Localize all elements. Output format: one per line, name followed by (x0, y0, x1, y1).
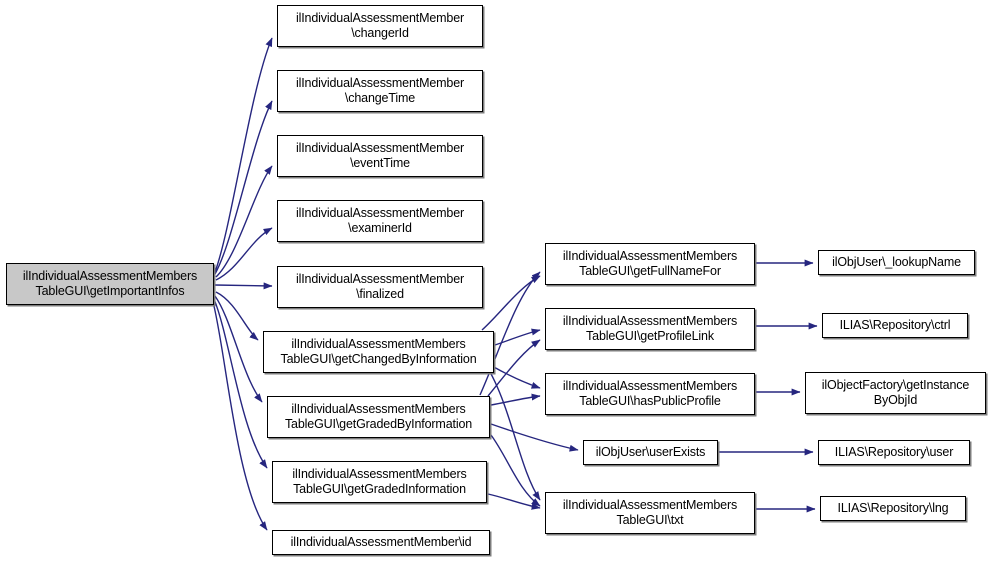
edge-root-to-eventTime (215, 165, 273, 278)
edge-root-to-changeTime (214, 100, 273, 275)
graph-node-memberId[interactable]: ilIndividualAssessmentMember\id (272, 530, 490, 555)
graph-node-getChangedByInformation[interactable]: ilIndividualAssessmentMembers TableGUI\g… (263, 331, 494, 373)
edge-root-to-getGradedByInformation (214, 295, 263, 403)
edge-root-to-getChangedByInformation (215, 291, 259, 341)
edge-root-to-memberId (212, 301, 268, 531)
graph-node-getGradedByInformation[interactable]: ilIndividualAssessmentMembers TableGUI\g… (267, 396, 490, 438)
graph-node-getInstanceByObjId[interactable]: ilObjectFactory\getInstance ByObjId (805, 372, 986, 414)
edge-getChangedByInformation-to-hasPublicProfile (491, 365, 541, 389)
edge-getChangedByInformation-to-getFullNameFor (481, 275, 541, 331)
edge-root-to-getGradedInformation (213, 298, 268, 469)
edge-getGradedByInformation-to-txt (490, 434, 541, 507)
edge-root-to-finalized (214, 282, 273, 290)
graph-node-lookupName[interactable]: ilObjUser\_lookupName (818, 250, 975, 275)
edge-root-to-examinerId (215, 227, 273, 281)
graph-node-userExists[interactable]: ilObjUser\userExists (583, 440, 718, 465)
edge-getGradedByInformation-to-userExists (490, 423, 579, 452)
graph-node-root[interactable]: ilIndividualAssessmentMembers TableGUI\g… (6, 263, 214, 305)
graph-node-txt[interactable]: ilIndividualAssessmentMembers TableGUI\t… (545, 492, 755, 534)
graph-node-getGradedInformation[interactable]: ilIndividualAssessmentMembers TableGUI\g… (272, 461, 487, 503)
graph-node-changerId[interactable]: ilIndividualAssessmentMember \changerId (277, 5, 483, 47)
edge-getChangedByInformation-to-txt (489, 371, 541, 501)
graph-node-repoUser[interactable]: ILIAS\Repository\user (818, 440, 970, 465)
graph-node-getProfileLink[interactable]: ilIndividualAssessmentMembers TableGUI\g… (545, 308, 755, 350)
edge-getGradedByInformation-to-hasPublicProfile (490, 393, 541, 406)
edge-getChangedByInformation-to-getProfileLink (494, 328, 541, 346)
graph-node-repoCtrl[interactable]: ILIAS\Repository\ctrl (822, 313, 968, 338)
graph-node-changeTime[interactable]: ilIndividualAssessmentMember \changeTime (277, 70, 483, 112)
graph-node-finalized[interactable]: ilIndividualAssessmentMember \finalized (277, 266, 483, 308)
edge-getGradedByInformation-to-getProfileLink (487, 339, 541, 397)
edge-root-to-changerId (214, 37, 273, 273)
graph-node-eventTime[interactable]: ilIndividualAssessmentMember \eventTime (277, 135, 483, 177)
graph-node-examinerId[interactable]: ilIndividualAssessmentMember \examinerId (277, 200, 483, 242)
graph-node-repoLng[interactable]: ILIAS\Repository\lng (820, 496, 966, 521)
graph-node-hasPublicProfile[interactable]: ilIndividualAssessmentMembers TableGUI\h… (545, 373, 755, 415)
edge-getGradedInformation-to-txt (487, 493, 541, 510)
graph-node-getFullNameFor[interactable]: ilIndividualAssessmentMembers TableGUI\g… (545, 243, 755, 285)
